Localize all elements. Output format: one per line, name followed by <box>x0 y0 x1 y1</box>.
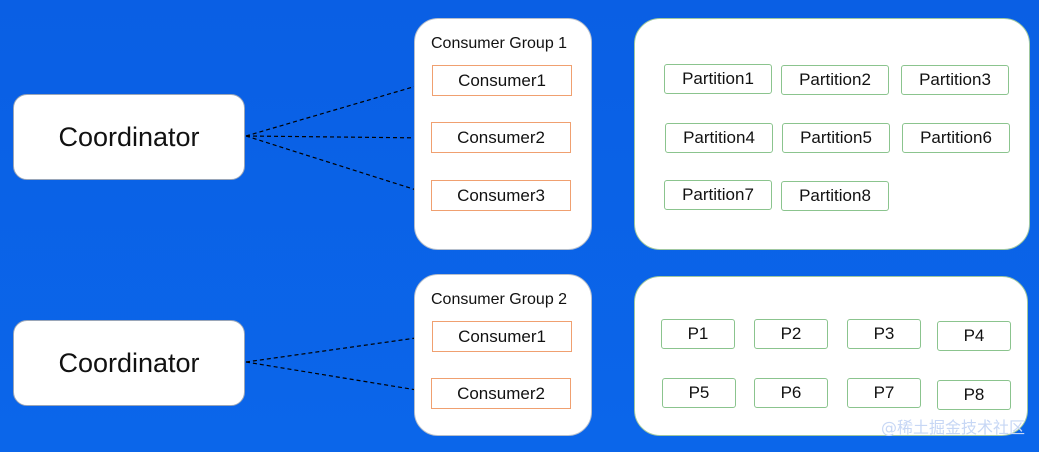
watermark-text: @稀土掘金技术社区 <box>880 418 1025 437</box>
arrow-coord1-consumer3 <box>245 135 431 196</box>
consumer-group-2-title: Consumer Group 2 <box>431 291 568 308</box>
consumer-group-2: Consumer Group 2 Consumer1 Consumer2 <box>414 274 592 436</box>
partition-p7: P7 <box>847 378 921 408</box>
coordinator-2-label: Coordinator <box>58 347 200 378</box>
arrow-coord2-consumer1 <box>245 332 432 363</box>
consumer-group-1-title: Consumer Group 1 <box>431 35 568 52</box>
group1-consumer-2: Consumer2 <box>431 122 571 153</box>
arrow-coord1-consumer2 <box>245 133 431 143</box>
partition-2: Partition2 <box>781 65 889 95</box>
coordinator-2: Coordinator <box>13 320 245 406</box>
group2-consumer-2: Consumer2 <box>431 378 571 409</box>
arrow-coord2-consumer2 <box>245 361 431 395</box>
partition-5: Partition5 <box>782 123 890 153</box>
partition-8: Partition8 <box>781 181 889 211</box>
partition-7: Partition7 <box>664 180 772 210</box>
partition-4: Partition4 <box>665 123 773 153</box>
partition-3: Partition3 <box>901 65 1009 95</box>
coordinator-1-label: Coordinator <box>58 121 200 152</box>
partition-p6: P6 <box>754 378 828 408</box>
partition-p4: P4 <box>937 321 1011 351</box>
partition-1: Partition1 <box>664 64 772 94</box>
partition-6: Partition6 <box>902 123 1010 153</box>
group2-consumer-1: Consumer1 <box>432 321 572 352</box>
partition-p3: P3 <box>847 319 921 349</box>
partition-box-1: Partition1 Partition2 Partition3 Partiti… <box>634 18 1030 250</box>
partition-p1: P1 <box>661 319 735 349</box>
coordinator-1: Coordinator <box>13 94 245 180</box>
group1-consumer-1: Consumer1 <box>432 65 572 96</box>
partition-box-2: P1 P2 P3 P4 P5 P6 P7 P8 <box>634 276 1028 436</box>
group1-consumer-3: Consumer3 <box>431 180 571 211</box>
partition-p8: P8 <box>937 380 1011 410</box>
partition-p5: P5 <box>662 378 736 408</box>
consumer-group-1: Consumer Group 1 Consumer1 Consumer2 Con… <box>414 18 592 250</box>
partition-p2: P2 <box>754 319 828 349</box>
arrow-coord1-consumer1 <box>245 80 432 137</box>
